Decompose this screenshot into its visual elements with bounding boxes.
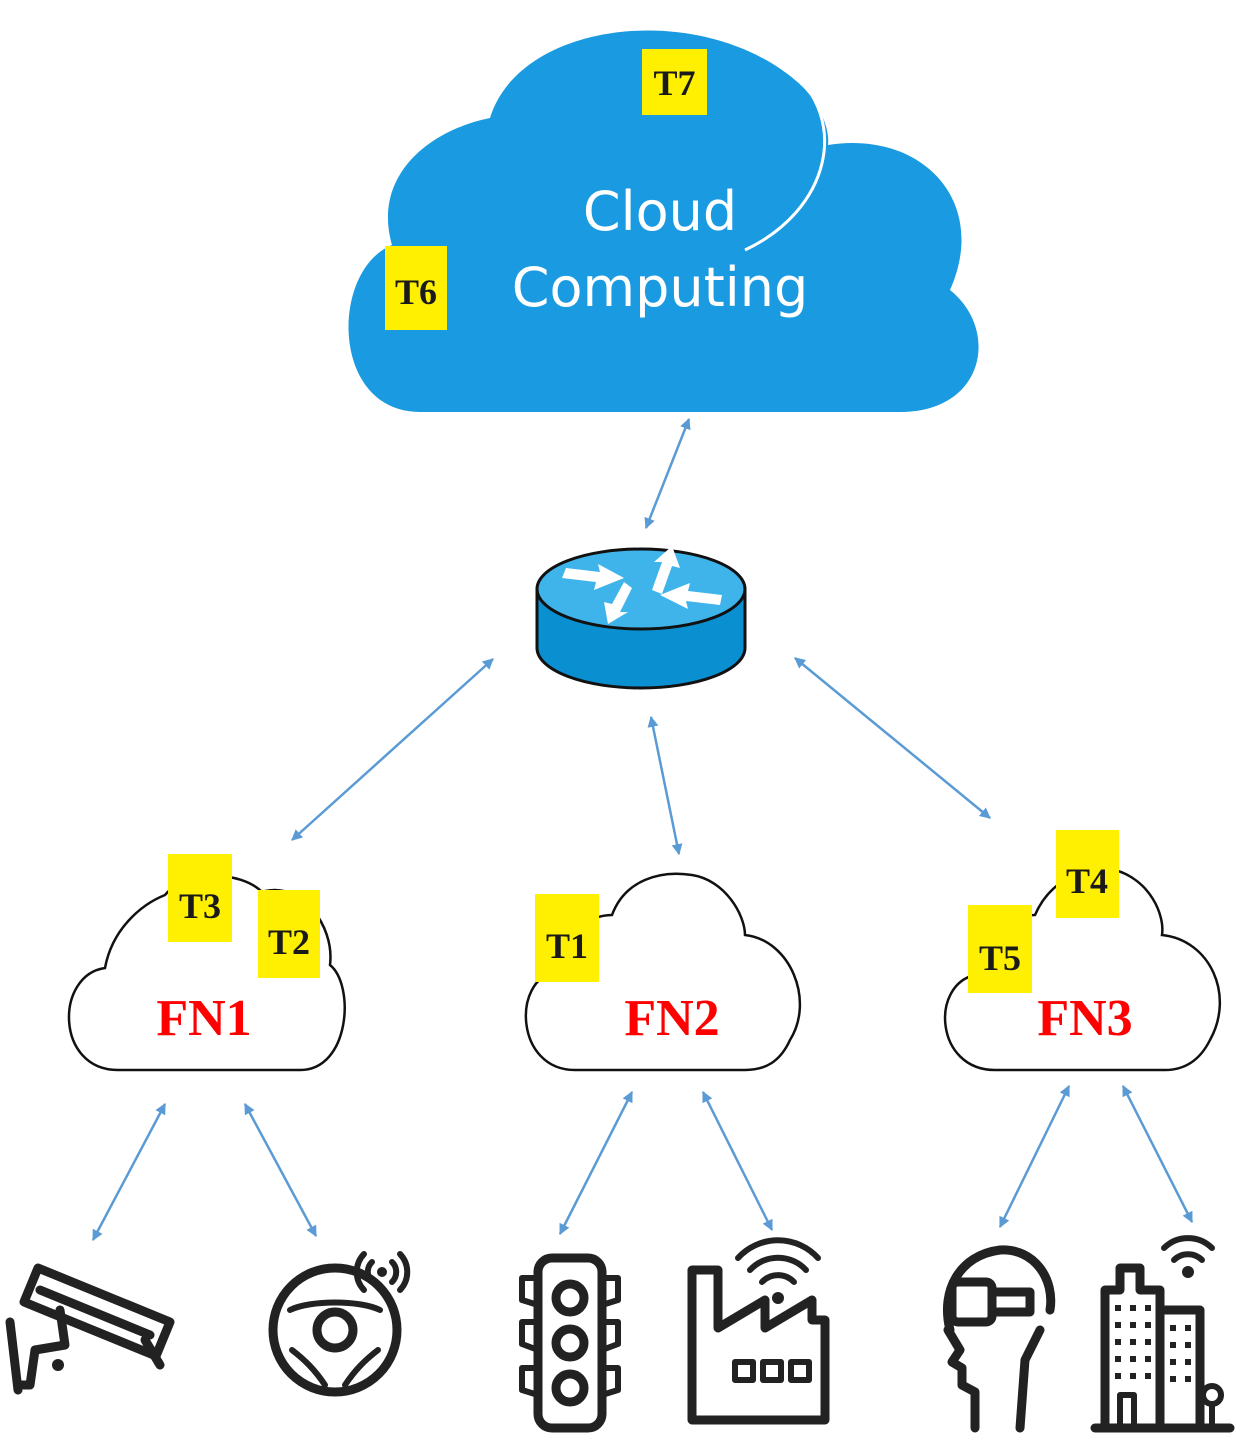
smart-building-icon xyxy=(1090,1235,1235,1433)
fog-node-fn3: FN3 T4 T5 xyxy=(943,830,1221,1072)
fog-label-fn1: FN1 xyxy=(156,990,251,1047)
cloud-shape xyxy=(348,30,979,412)
task-tag-t3: T3 xyxy=(168,854,232,942)
svg-text:T6: T6 xyxy=(395,272,437,312)
task-tag-t7: T7 xyxy=(642,49,707,115)
cloud-computing: Cloud Computing T7 T6 xyxy=(348,30,979,412)
arrow-fn3-vr xyxy=(998,1085,1071,1228)
cloud-label-line1: Cloud xyxy=(583,180,737,243)
traffic-light-icon xyxy=(519,1253,621,1433)
task-tag-t6: T6 xyxy=(385,246,447,330)
svg-text:T5: T5 xyxy=(979,938,1021,978)
arrow-router-fn3 xyxy=(794,657,991,819)
arrow-router-fn1 xyxy=(291,658,494,841)
vr-headset-icon xyxy=(942,1245,1056,1433)
task-tag-t5: T5 xyxy=(968,905,1032,993)
router-icon xyxy=(535,546,747,690)
arrow-cloud-router xyxy=(644,417,691,530)
arrow-fn2-traffic xyxy=(558,1091,634,1235)
arrow-fn2-factory xyxy=(701,1091,774,1231)
fog-label-fn3: FN3 xyxy=(1037,990,1132,1047)
fog-node-fn2: FN2 T1 xyxy=(524,872,801,1072)
arrow-fn1-camera xyxy=(91,1103,167,1241)
arrow-fn3-building xyxy=(1121,1085,1194,1223)
fog-label-fn2: FN2 xyxy=(624,990,719,1047)
cctv-camera-icon xyxy=(5,1263,175,1395)
fog-node-fn1: FN1 T3 T2 xyxy=(67,854,346,1072)
cloud-label-line2: Computing xyxy=(512,256,809,319)
svg-text:T7: T7 xyxy=(653,63,695,103)
task-tag-t2: T2 xyxy=(258,890,320,978)
cloud-highlight-arc xyxy=(744,68,826,252)
smart-factory-icon xyxy=(687,1237,830,1425)
svg-text:T2: T2 xyxy=(268,922,310,962)
arrows xyxy=(91,417,1194,1241)
task-tag-t1: T1 xyxy=(535,894,599,982)
svg-text:T1: T1 xyxy=(546,926,588,966)
arrow-router-fn2 xyxy=(647,715,683,856)
arrow-fn1-wheel xyxy=(243,1103,318,1237)
task-tag-t4: T4 xyxy=(1056,830,1119,918)
svg-text:T3: T3 xyxy=(179,886,221,926)
smart-steering-wheel-icon xyxy=(268,1251,411,1397)
svg-text:T4: T4 xyxy=(1066,861,1108,901)
